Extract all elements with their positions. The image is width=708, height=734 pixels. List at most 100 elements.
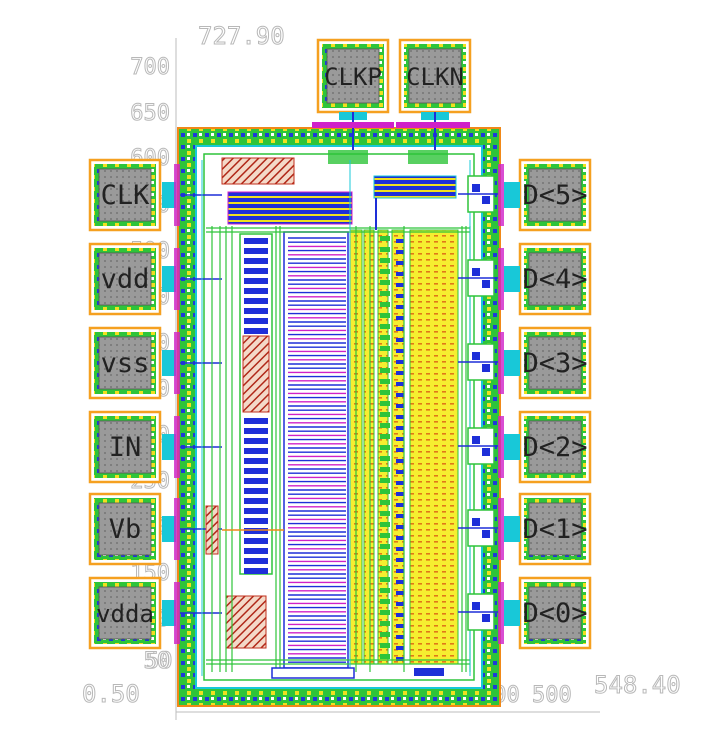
pad-clk[interactable]: CLK [88,158,162,232]
logic-cell [380,445,390,450]
bottom-tick-label: 500 [532,683,572,708]
logic-cell [396,580,404,584]
logic-cell [380,478,390,483]
bottom-contact [414,668,444,676]
pad-connector [162,600,176,626]
pad-connector [162,516,176,542]
encoder-column [409,229,459,665]
clock-buffer-block[interactable] [373,175,457,199]
logic-cell [380,291,390,296]
esd-strip [498,332,504,394]
logic-cell [380,368,390,373]
cap-unit [244,288,268,294]
logic-cell [380,522,390,527]
poly-block-bottom[interactable] [225,595,267,649]
cap-unit [244,268,268,274]
logic-cell [380,434,390,439]
esd-strip [174,582,180,644]
logic-cell [396,393,404,397]
logic-cell [380,632,390,637]
y-tick-label: 700 [130,55,170,80]
bottom-bus [271,667,355,679]
pad-d0[interactable]: D<0> [518,576,592,650]
pad-connector [504,434,520,460]
pad-connector [504,266,520,292]
pad-clkn[interactable]: CLKN [398,38,472,114]
pad-label: CLK [101,180,151,211]
pad-d3[interactable]: D<3> [518,326,592,400]
cap-unit [244,258,268,264]
logic-cell [380,357,390,362]
capacitor-array[interactable] [244,238,268,574]
logic-cell [380,610,390,615]
logic-cell [396,613,404,617]
pad-vb[interactable]: Vb [88,492,162,566]
logic-cell [380,577,390,582]
cap-unit [244,318,268,324]
pad-connector [504,182,520,208]
poly-block-mid[interactable] [242,335,270,413]
pad-label: vss [101,348,150,379]
pad-vss[interactable]: vss [88,326,162,400]
pad-d4[interactable]: D<4> [518,242,592,316]
comparator-array[interactable] [288,237,346,663]
pad-label: vdda [96,600,154,628]
clkp-buffer[interactable] [328,150,368,164]
pad-label: CLKN [406,63,464,91]
cap-unit [244,428,268,434]
logic-cell [396,525,404,529]
logic-cell [380,335,390,340]
driver-contact [482,614,490,622]
esd-strip [498,498,504,560]
logic-cell [396,470,404,474]
driver-contact [482,364,490,372]
pad-connector [162,182,176,208]
pad-vdda[interactable]: vdda [88,576,162,650]
logic-cell [396,558,404,562]
esd-strip [174,248,180,310]
logic-cell [380,379,390,384]
pad-in[interactable]: IN [88,410,162,484]
y-tick-label: 650 [130,101,170,126]
pad-d5[interactable]: D<5> [518,158,592,232]
esd-strip [498,164,504,226]
pad-d2[interactable]: D<2> [518,410,592,484]
routing-wires [201,160,471,676]
pad-clkp[interactable]: CLKP [316,38,390,114]
logic-cell [396,305,404,309]
logic-cell [396,338,404,342]
logic-cell [380,280,390,285]
pad-label: vdd [101,264,150,295]
bias-block[interactable] [227,191,353,225]
cap-unit [244,448,268,454]
logic-cell [396,294,404,298]
logic-cell [380,247,390,252]
clkn-buffer[interactable] [408,150,448,164]
pad-label: D<2> [522,432,587,463]
cap-unit [244,248,268,254]
output-drivers[interactable] [458,175,498,631]
driver-contact [472,436,480,444]
logic-cell [380,533,390,538]
logic-cell [380,390,390,395]
cap-unit [244,328,268,334]
pad-label: CLKP [324,63,382,91]
cap-unit [244,308,268,314]
core-region[interactable] [201,150,498,679]
logic-cell [396,404,404,408]
driver-contact [472,518,480,526]
pad-label: D<4> [522,264,587,295]
logic-cell [380,258,390,263]
top-coordinate: 727.90 [198,22,285,50]
pad-connector [504,600,520,626]
logic-cell [396,624,404,628]
driver-contact [482,448,490,456]
encoder-column [363,229,375,665]
pad-connector [504,350,520,376]
pad-d1[interactable]: D<1> [518,492,592,566]
poly-resistor-block[interactable] [221,157,295,185]
logic-cell [380,654,390,659]
logic-cell [380,621,390,626]
pad-vdd[interactable]: vdd [88,242,162,316]
